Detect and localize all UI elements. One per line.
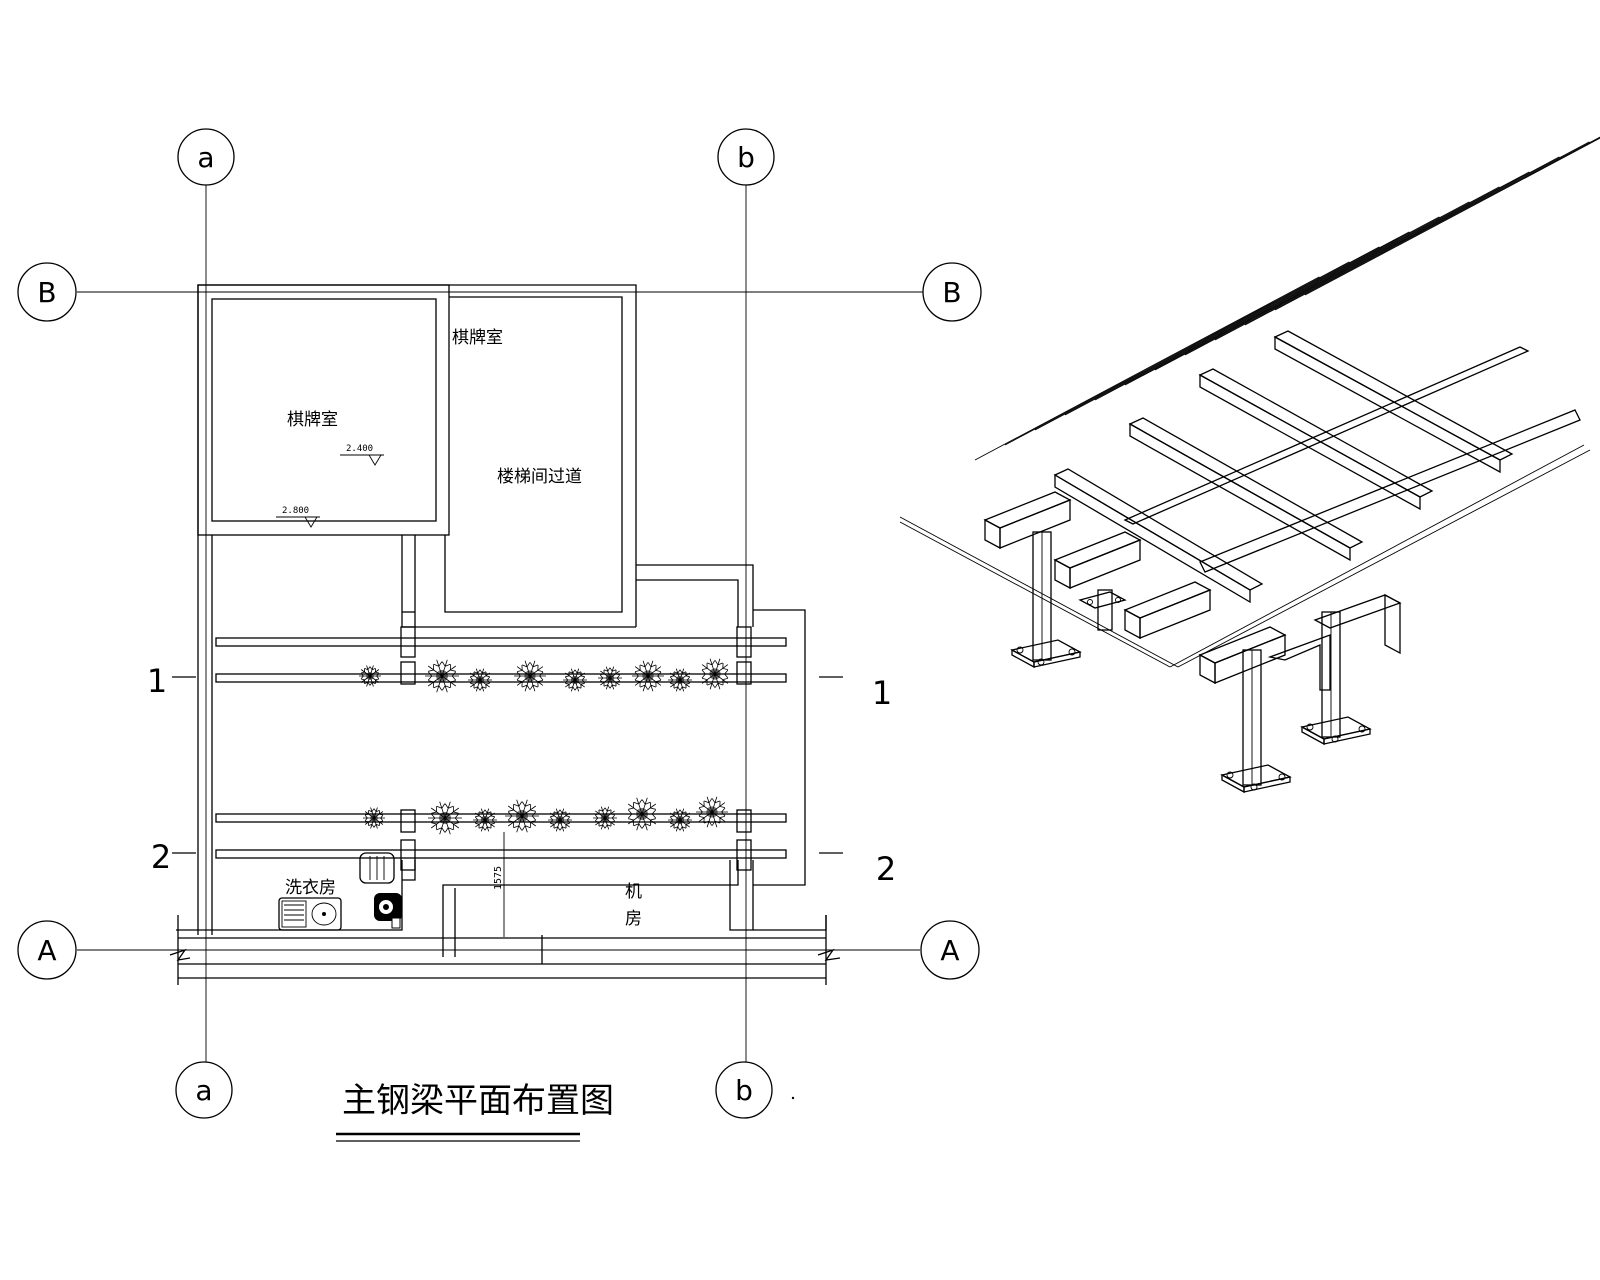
shrub-symbol — [699, 658, 731, 690]
axis-bubble-b-bottom: b — [715, 1061, 773, 1119]
cross-beams-3d — [1123, 346, 1581, 573]
shrub-symbol — [625, 797, 659, 831]
axis-bubble-a-top: a — [177, 128, 235, 186]
shrub-symbol — [696, 796, 728, 828]
room-label-chess-lower: 棋牌室 — [287, 410, 338, 430]
purlin-line — [1214, 156, 1560, 341]
room-label-stair-passage: 楼梯间过道 — [497, 467, 582, 487]
boiler-icon — [374, 893, 402, 929]
section-mark-2-right: 2 — [819, 850, 896, 888]
steel-beams — [215, 637, 787, 859]
shrub-symbol — [598, 666, 622, 690]
elevation-mark-lower: 2.800 — [276, 506, 320, 528]
beam-connection-plates — [400, 626, 752, 871]
purlin-line — [974, 276, 1320, 461]
cantilever-beams — [983, 491, 1402, 691]
steel-columns — [1010, 531, 1372, 794]
room-label-chess-upper: 棋牌室 — [452, 328, 503, 348]
svg-text:A: A — [940, 934, 959, 967]
shrub-symbol — [514, 660, 546, 692]
purlin-line — [1034, 246, 1380, 431]
svg-text:b: b — [737, 141, 755, 174]
shrub-symbol — [468, 668, 492, 692]
axis-bubble-b-top: b — [717, 128, 775, 186]
purlin-line — [1064, 231, 1410, 416]
purlin-line — [1154, 186, 1500, 371]
svg-text:a: a — [197, 141, 214, 174]
shrub-symbol — [563, 668, 587, 692]
shrub-symbol — [359, 665, 381, 687]
planter-shrubs-row-1 — [359, 658, 731, 693]
axonometric-steel-frame — [899, 111, 1600, 794]
shrub-symbol — [548, 808, 572, 832]
axis-bubble-A-left: A — [17, 920, 77, 980]
room-label-machine-2: 房 — [625, 909, 642, 929]
axis-bubble-B-left: B — [17, 262, 77, 322]
sink-icon — [278, 897, 342, 931]
shrub-symbol — [668, 808, 692, 832]
svg-text:B: B — [37, 276, 56, 309]
shrub-symbol — [505, 799, 539, 833]
axis-bubble-B-right: B — [922, 262, 982, 322]
room-label-machine-1: 机 — [625, 882, 642, 902]
section-mark-2-left: 2 — [151, 838, 196, 876]
shrub-symbol — [425, 659, 459, 693]
washing-machine-icon — [359, 852, 395, 884]
purlin-line — [1094, 216, 1440, 401]
shrub-symbol — [668, 668, 692, 692]
floor-plan-walls — [169, 284, 841, 985]
shrub-symbol — [593, 806, 617, 830]
svg-text:a: a — [195, 1074, 212, 1107]
main-beams-3d — [1053, 330, 1514, 604]
purlin-line — [1124, 201, 1470, 386]
purlin-line — [1004, 261, 1350, 446]
svg-text:2.800: 2.800 — [282, 506, 309, 516]
shrub-symbol — [363, 807, 385, 829]
svg-text:2: 2 — [151, 838, 171, 876]
axis-bubble-a-bottom: a — [175, 1061, 233, 1119]
grid-lines — [77, 185, 923, 1062]
purlin-line — [1274, 126, 1600, 311]
room-label-laundry: 洗衣房 — [285, 878, 336, 898]
svg-text:1575: 1575 — [493, 866, 504, 890]
dimension-1575: 1575 — [493, 832, 505, 937]
planter-shrubs-row-2 — [363, 796, 728, 835]
purlin-line — [1244, 141, 1590, 326]
elevation-mark-upper: 2.400 — [340, 444, 384, 466]
svg-text:1: 1 — [872, 674, 892, 712]
svg-text:b: b — [735, 1074, 753, 1107]
section-mark-1-left: 1 — [147, 662, 196, 700]
section-mark-1-right: 1 — [819, 674, 892, 712]
svg-text:A: A — [37, 934, 56, 967]
purlin-line — [1184, 171, 1530, 356]
svg-text:主钢梁平面布置图: 主钢梁平面布置图 — [342, 1081, 614, 1121]
drawing-title: 主钢梁平面布置图 — [336, 1081, 614, 1142]
purlin-line — [1304, 111, 1600, 296]
svg-text:2: 2 — [876, 850, 896, 888]
shrub-symbol — [428, 801, 462, 835]
svg-text:B: B — [942, 276, 961, 309]
roof-purlins — [974, 111, 1600, 461]
svg-text:2.400: 2.400 — [346, 444, 373, 454]
base-plate-bolts — [1016, 597, 1366, 791]
svg-text:1: 1 — [147, 662, 167, 700]
shrub-symbol — [473, 808, 497, 832]
axis-bubble-A-right: A — [920, 920, 980, 980]
shrub-symbol — [632, 660, 664, 692]
